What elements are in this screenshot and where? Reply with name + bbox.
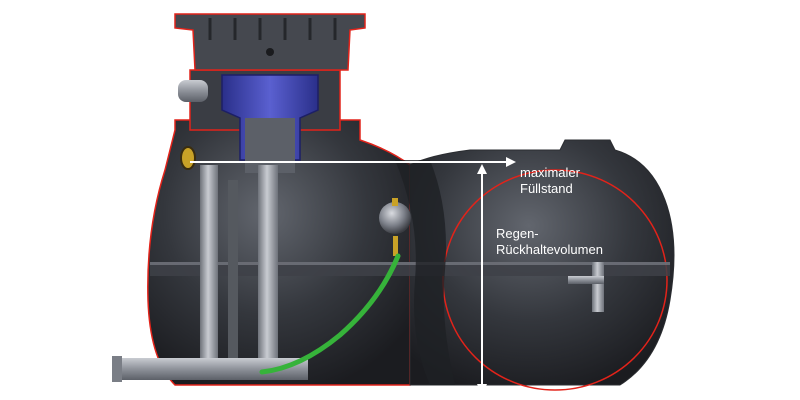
max-fill-level-line1: maximaler: [520, 165, 580, 180]
inlet-stub: [178, 80, 208, 102]
retention-volume-line2: Rückhaltevolumen: [496, 242, 603, 257]
float-ball: [379, 202, 411, 234]
retention-volume-line1: Regen-: [496, 226, 539, 241]
cover-ribs: [208, 18, 337, 40]
shaft-cover: [174, 13, 366, 71]
cover-bolt: [266, 48, 274, 56]
retention-arrow-top: [477, 164, 487, 174]
outlet-pipe-end: [112, 356, 122, 382]
side-opening: [180, 146, 196, 170]
right-tank-pipe-tee: [568, 276, 604, 284]
filter-insert: [245, 118, 295, 173]
max-fill-level-line2: Füllstand: [520, 181, 573, 196]
tank-rib-belt: [150, 262, 670, 276]
retention-arrow-bottom: [477, 384, 487, 394]
tank-rib-belt-highlight: [150, 262, 670, 265]
overflow-pipe: [228, 180, 238, 370]
suction-hose: [259, 253, 401, 375]
retention-volume-label: Regen- Rückhaltevolumen: [496, 226, 603, 258]
right-tank-pipe: [592, 262, 604, 312]
max-level-arrowhead: [506, 157, 516, 167]
left-vertical-pipe: [200, 165, 218, 370]
float-rod: [392, 198, 398, 206]
max-fill-level-label: maximaler Füllstand: [520, 165, 580, 197]
tank-waist: [395, 160, 455, 385]
float-valve: [393, 236, 398, 256]
outlet-pipe: [118, 358, 308, 380]
center-vertical-pipe: [258, 165, 278, 370]
